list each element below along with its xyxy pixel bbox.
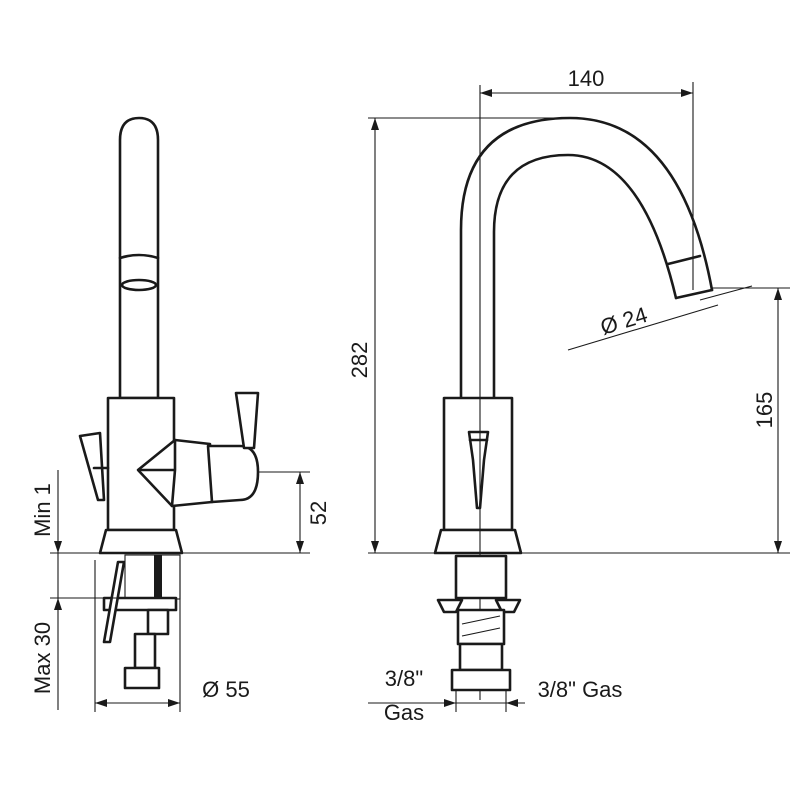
side-spout-tip	[674, 288, 714, 300]
front-valve	[146, 608, 170, 636]
front-hose-left	[102, 560, 126, 644]
front-view	[78, 116, 260, 690]
front-fixing-plate	[102, 596, 178, 612]
dimension-labels: 140 282 165 Ø 24 52 Min 1 Max 30 Ø 55 3/…	[30, 66, 777, 725]
label-gas-left-top: 3/8"	[385, 666, 423, 691]
side-shank	[454, 554, 508, 600]
front-handle-cylinder	[206, 444, 260, 504]
front-shank-thread	[154, 555, 162, 599]
label-282: 282	[347, 342, 372, 379]
side-hose-mark-2	[461, 627, 501, 637]
front-connector	[133, 632, 157, 670]
side-spout-inner	[492, 153, 678, 400]
side-under-counter	[436, 554, 522, 692]
label-165: 165	[752, 392, 777, 429]
dim-24-leader	[567, 304, 719, 351]
dimension-lines	[50, 82, 790, 712]
label-max-30: Max 30	[30, 622, 55, 694]
side-view	[433, 85, 714, 700]
front-handle-lever	[234, 391, 260, 450]
front-spout-tube	[118, 116, 160, 400]
front-under-counter	[102, 554, 181, 690]
label-min-1: Min 1	[30, 483, 55, 537]
label-gas-left-bottom: Gas	[384, 700, 424, 725]
dim-24-leader-top	[699, 285, 753, 301]
side-base-collar	[433, 528, 523, 555]
label-diameter-24: Ø 24	[597, 302, 650, 340]
label-diameter-55: Ø 55	[202, 677, 250, 702]
side-wing-nut-left	[436, 598, 464, 614]
front-small-lever	[78, 431, 106, 502]
side-spout-ring	[666, 254, 702, 266]
label-140: 140	[568, 66, 605, 91]
front-aerator-ellipse	[120, 278, 158, 292]
front-nut	[123, 666, 161, 690]
side-spout-outer	[459, 116, 714, 400]
front-aerator-ring	[118, 253, 160, 260]
front-handle-cone-detail	[138, 438, 177, 508]
label-52: 52	[306, 501, 331, 525]
side-connector	[458, 642, 504, 672]
side-hose-mark-1	[461, 615, 501, 625]
side-nut	[450, 668, 512, 692]
side-hose-section	[456, 608, 506, 646]
front-base-collar	[98, 528, 184, 555]
front-shank	[124, 554, 181, 600]
label-gas-right: 3/8" Gas	[538, 677, 623, 702]
